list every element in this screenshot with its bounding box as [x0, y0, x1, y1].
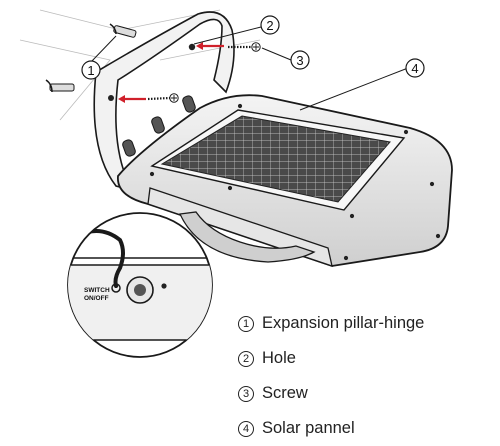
legend-item-2: 2 Hole: [238, 341, 496, 376]
screw-bottom: [147, 93, 179, 103]
legend-item-1: 1 Expansion pillar-hinge: [238, 306, 496, 341]
legend-item-3: 3 Screw: [238, 376, 496, 411]
switch-label-line2: ON/OFF: [84, 295, 109, 302]
legend-marker-4: 4: [238, 420, 254, 437]
bracket-slots: [122, 95, 196, 157]
corner-screws: [149, 103, 441, 261]
switch-label-line1: SWITCH: [84, 287, 110, 294]
solar-panel: [160, 115, 391, 203]
switch-pin: [86, 229, 125, 288]
callout-1: 1: [81, 60, 101, 80]
expansion-anchor-bottom: [45, 79, 75, 93]
callout-2: 2: [260, 15, 280, 35]
arrowhead-bottom: [118, 95, 125, 103]
legend-label-3: Screw: [262, 384, 308, 402]
expansion-anchor-top: [109, 23, 137, 38]
legend-label-1: Expansion pillar-hinge: [262, 314, 425, 332]
callout-3: 3: [290, 50, 310, 70]
legend-label-2: Hole: [262, 349, 296, 367]
callout-4-number: 4: [411, 61, 418, 76]
legend-marker-1: 1: [238, 315, 254, 332]
callout-2-number: 2: [266, 18, 273, 33]
sensor-dome: [179, 211, 316, 263]
legend: 1 Expansion pillar-hinge 2 Hole 3 Screw …: [238, 306, 496, 446]
lamp-front-lip: [147, 187, 333, 267]
leader-lines: [90, 26, 409, 111]
legend-marker-2: 2: [238, 350, 254, 367]
bracket-hole-top: [188, 43, 196, 51]
arrowhead-top: [196, 42, 203, 50]
callout-4: 4: [405, 58, 425, 78]
switch-inset: SWITCH ON/OFF: [67, 212, 213, 358]
bracket-hole-left: [108, 95, 114, 101]
legend-marker-3: 3: [238, 385, 254, 402]
screw-top: [228, 42, 261, 52]
legend-label-4: Solar pannel: [262, 419, 355, 437]
callout-1-number: 1: [87, 63, 94, 78]
callout-3-number: 3: [296, 53, 303, 68]
red-arrows: [118, 42, 224, 103]
legend-item-4: 4 Solar pannel: [238, 411, 496, 446]
